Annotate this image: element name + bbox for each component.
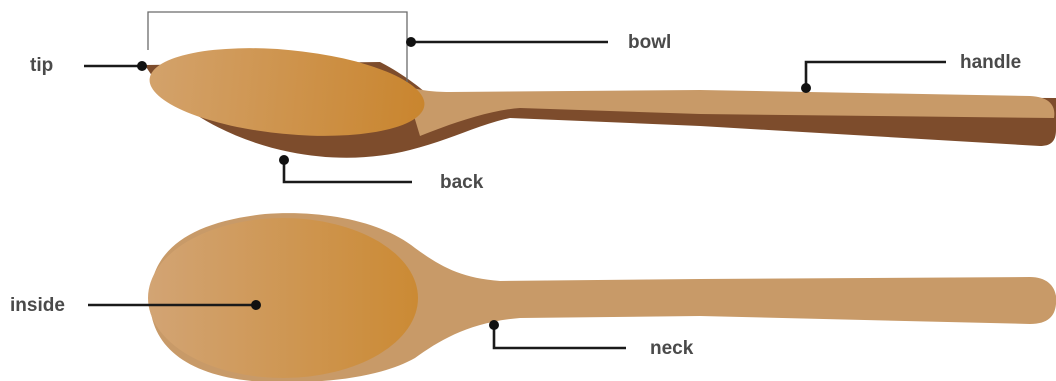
leader-inside-dot [251, 300, 261, 310]
label-back-text: back [440, 172, 484, 193]
label-neck: neck [489, 320, 694, 359]
label-tip: tip [30, 55, 147, 76]
label-tip-text: tip [30, 55, 53, 76]
leader-handle-dot [801, 83, 811, 93]
spoon-side-view [145, 37, 1056, 158]
leader-handle [806, 62, 946, 88]
label-inside-text: inside [10, 295, 65, 316]
leader-bowl-dot [406, 37, 416, 47]
leader-neck [494, 325, 626, 348]
label-neck-text: neck [650, 338, 694, 359]
label-handle-text: handle [960, 52, 1021, 73]
label-back: back [279, 155, 484, 193]
spoon-top-view [148, 213, 1056, 381]
leader-tip-dot [137, 61, 147, 71]
spoon-bowl-inside [148, 218, 418, 378]
label-bowl: bowl [406, 32, 671, 53]
label-handle: handle [801, 52, 1021, 93]
leader-neck-dot [489, 320, 499, 330]
leader-back-dot [279, 155, 289, 165]
label-bowl-text: bowl [628, 32, 671, 53]
leader-back [284, 160, 412, 182]
